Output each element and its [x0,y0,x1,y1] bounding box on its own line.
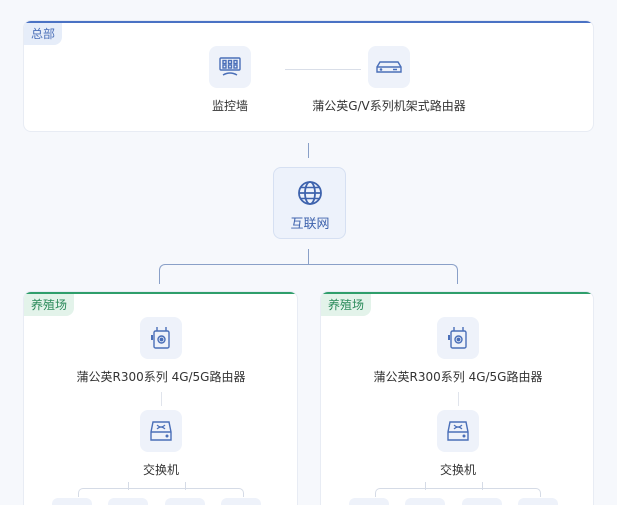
switch-icon [447,421,469,441]
endpoint-node[interactable] [221,498,261,505]
endpoint-tick [482,482,483,490]
hq-link-line [285,69,361,70]
endpoint-node[interactable] [108,498,148,505]
switch-node[interactable] [140,410,182,452]
video-wall-node[interactable] [209,46,251,88]
headquarters-tag: 总部 [24,23,63,45]
4g-router-label: 蒲公英R300系列 4G/5G路由器 [76,370,246,384]
switch-node[interactable] [437,410,479,452]
4g-router-label: 蒲公英R300系列 4G/5G路由器 [373,370,543,384]
router-switch-line [458,392,459,406]
endpoint-tick [425,482,426,490]
4g-router-icon [151,327,170,349]
headquarters-card: 总部 监控墙 蒲公英G/V系列机架式路由器 [23,20,594,132]
rack-router-label: 蒲公英G/V系列机架式路由器 [312,99,466,113]
video-wall-label: 监控墙 [211,99,249,113]
4g-router-node[interactable] [437,317,479,359]
endpoint-node[interactable] [405,498,445,505]
endpoint-node[interactable] [518,498,558,505]
4g-router-icon [448,327,467,349]
endpoint-node[interactable] [462,498,502,505]
endpoint-tick [128,482,129,490]
site-card-2: 养殖场 蒲公英R300系列 4G/5G路由器 交换机 [320,291,594,505]
endpoint-connector [375,488,541,497]
site-tag: 养殖场 [321,294,372,316]
site-branch-connector [159,264,458,284]
switch-label: 交换机 [439,463,477,477]
endpoint-node[interactable] [349,498,389,505]
hq-internet-line [308,143,309,158]
site-tag: 养殖场 [24,294,75,316]
endpoint-node[interactable] [52,498,92,505]
internet-label: 互联网 [290,217,330,232]
endpoint-connector [78,488,244,497]
endpoint-tick [185,482,186,490]
4g-router-node[interactable] [140,317,182,359]
rack-router-node[interactable] [368,46,410,88]
endpoint-node[interactable] [165,498,205,505]
globe-icon [298,181,322,205]
router-switch-line [161,392,162,406]
switch-icon [150,421,172,441]
internet-node[interactable]: 互联网 [273,167,346,239]
video-wall-icon [219,57,241,76]
rack-router-icon [376,61,402,73]
site-card-1: 养殖场 蒲公英R300系列 4G/5G路由器 交换机 [23,291,298,505]
internet-down-line [308,249,309,265]
switch-label: 交换机 [142,463,180,477]
